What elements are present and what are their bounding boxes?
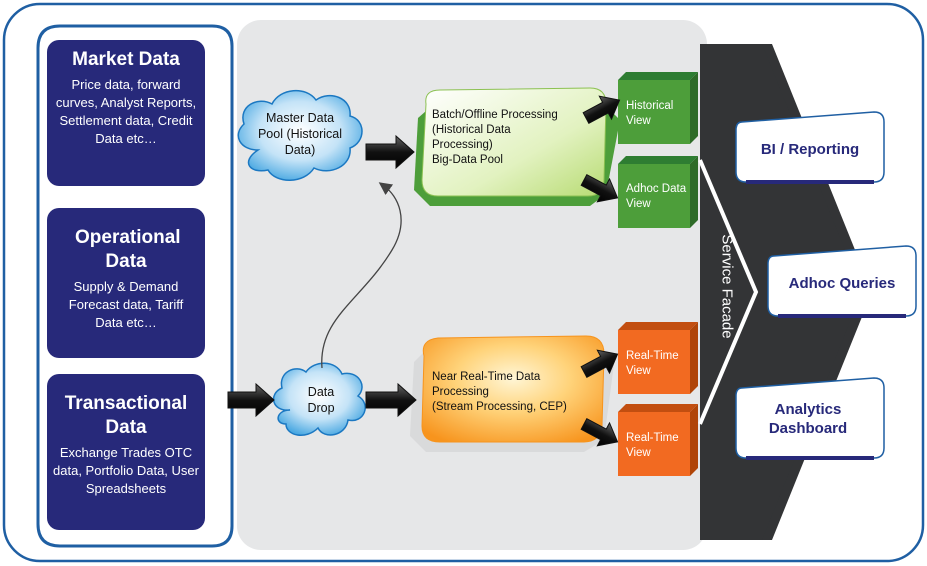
arrow-source-to-drop	[227, 382, 275, 418]
curved-arrow-drop-to-batch	[321, 182, 402, 369]
source-operational-data: Operational Data Supply & Demand Forecas…	[47, 208, 205, 358]
card-adhoc-queries	[767, 245, 917, 318]
historical-view-label: Historical View	[626, 100, 674, 127]
bi-reporting-label: BI / Reporting	[760, 141, 860, 158]
adhoc-queries-label: Adhoc Queries	[788, 275, 896, 292]
batch-processing-title: Batch/Offline Processing	[432, 109, 558, 121]
big-data-pool-label: Big-Data Pool	[432, 154, 503, 166]
arrow-drop-to-realtime	[365, 382, 417, 418]
source-title: Market Data	[72, 49, 180, 70]
analytics-dashboard-label: Analytics Dashboard	[768, 401, 848, 437]
adhoc-view-box	[618, 156, 698, 228]
realtime-view-label-1: Real-Time View	[626, 350, 679, 377]
source-title: Operational Data	[75, 227, 181, 272]
source-description: Exchange Trades OTC data, Portfolio Data…	[53, 445, 199, 496]
source-description: Price data, forward curves, Analyst Repo…	[55, 77, 197, 146]
card-analytics-dashboard	[735, 377, 885, 460]
data-drop-cloud	[272, 362, 366, 436]
realtime-processing-subtitle: (Stream Processing, CEP)	[432, 401, 567, 413]
source-market-data: Market Data Price data, forward curves, …	[47, 40, 205, 186]
arrow-rt-to-view1	[580, 349, 619, 378]
arrow-rt-to-view2	[580, 418, 619, 447]
service-facade-label: Service Facade	[718, 234, 736, 339]
realtime-processing-blob	[410, 335, 614, 452]
card-bi-reporting	[735, 111, 885, 184]
source-transactional-data: Transactional Data Exchange Trades OTC d…	[47, 374, 205, 530]
realtime-processing-label: Near Real-Time Data Processing (Stream P…	[432, 370, 592, 415]
source-title: Transactional Data	[64, 393, 188, 438]
historical-view-box	[618, 72, 698, 144]
master-data-cloud	[237, 90, 363, 181]
sources-frame	[36, 24, 234, 548]
realtime-view-box-1	[618, 322, 698, 394]
arrow-batch-to-historical	[582, 95, 621, 124]
batch-processing-label: Batch/Offline Processing (Historical Dat…	[432, 108, 602, 168]
facade-inner-line	[698, 159, 759, 425]
realtime-processing-title: Near Real-Time Data Processing	[432, 371, 541, 398]
data-drop-label: Data Drop	[307, 385, 335, 415]
arrow-batch-to-adhoc	[580, 174, 619, 203]
realtime-view-box-2	[618, 404, 698, 476]
batch-processing-subtitle: (Historical Data Processing)	[432, 124, 511, 151]
arrow-master-to-batch	[365, 134, 415, 170]
master-data-pool-label: Master Data Pool (Historical Data)	[257, 111, 343, 157]
adhoc-view-label: Adhoc Data View	[626, 183, 687, 210]
source-description: Supply & Demand Forecast data, Tariff Da…	[68, 279, 184, 330]
realtime-view-label-2: Real-Time View	[626, 432, 679, 459]
batch-processing-blob	[414, 87, 620, 206]
